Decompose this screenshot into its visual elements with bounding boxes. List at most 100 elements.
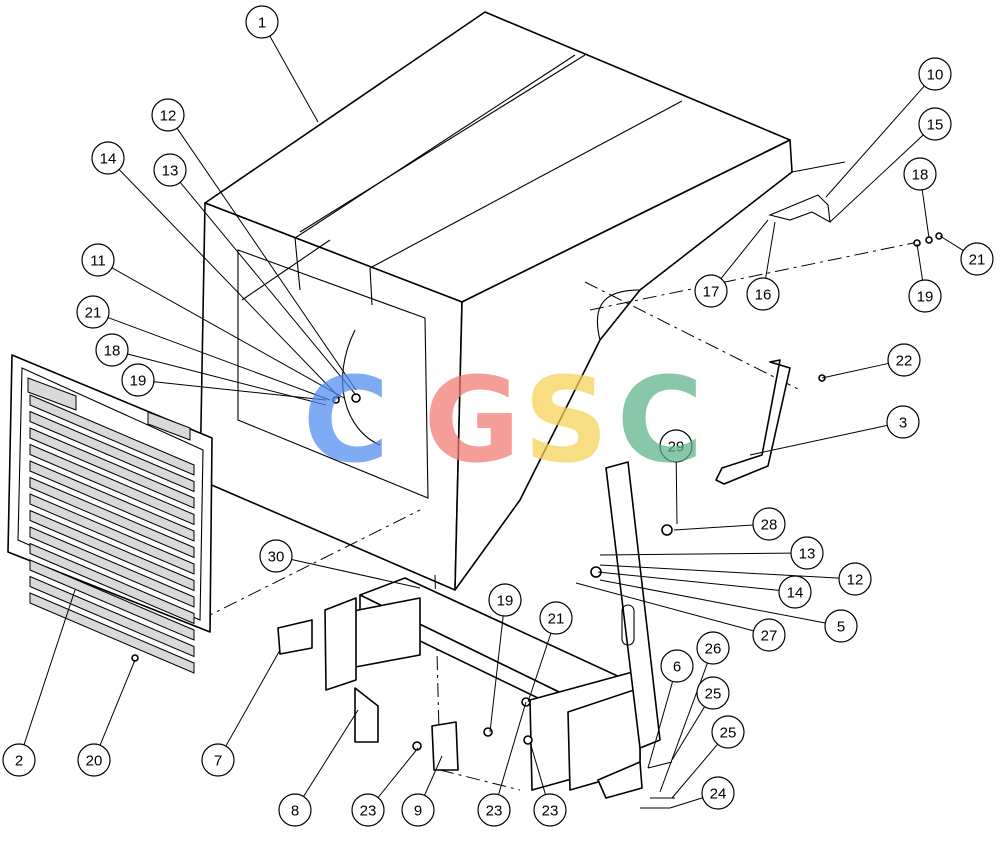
callout-leader-line <box>291 558 421 589</box>
callout-15: 15 <box>918 107 952 141</box>
louver-slat <box>29 575 195 658</box>
callout-circle <box>121 363 155 397</box>
callout-number: 5 <box>837 619 845 636</box>
callout-leader-line <box>647 681 674 769</box>
callout-23: 23 <box>477 793 511 827</box>
callout-leader-line <box>303 709 359 797</box>
callout-circle <box>91 141 125 175</box>
callout-circle <box>824 609 858 643</box>
louver-slat <box>29 526 195 608</box>
louver-slat <box>29 427 195 509</box>
callout-circle <box>746 277 780 311</box>
callout-circle <box>903 157 937 191</box>
callout-leader-line <box>527 633 552 703</box>
louver-slat <box>29 592 195 674</box>
callout-leader-line <box>749 424 888 456</box>
callout-3: 3 <box>886 405 920 439</box>
callout-number: 14 <box>100 151 117 168</box>
callout-number: 27 <box>761 628 778 645</box>
callout-number: 23 <box>486 803 503 820</box>
callout-28: 28 <box>752 507 786 541</box>
callout-13: 13 <box>153 153 187 187</box>
callout-leader-line <box>669 797 703 809</box>
callout-circle <box>918 57 952 91</box>
callout-circle <box>886 405 920 439</box>
housing-box <box>199 11 919 791</box>
callout-circle <box>887 343 921 377</box>
callout-8: 8 <box>278 793 312 827</box>
callout-30: 30 <box>259 539 293 573</box>
callout-leader-line <box>599 579 826 624</box>
handle <box>715 359 791 485</box>
callout-circle <box>790 536 824 570</box>
callout-number: 19 <box>497 593 514 610</box>
callout-2: 2 <box>2 743 36 777</box>
callout-circle <box>2 743 36 777</box>
callout-circle <box>81 243 115 277</box>
watermark-letter: C <box>303 351 390 489</box>
watermark-letter: C <box>617 351 704 489</box>
callout-number: 23 <box>542 803 559 820</box>
callout-6: 6 <box>660 649 694 683</box>
callout-circle <box>76 295 110 329</box>
callout-circle <box>694 274 728 308</box>
callout-10: 10 <box>918 57 952 91</box>
callout-number: 20 <box>86 753 103 770</box>
callout-22: 22 <box>887 343 921 377</box>
callout-27: 27 <box>752 618 786 652</box>
callout-leader-line <box>599 552 792 556</box>
callout-circle <box>533 793 567 827</box>
callout-26: 26 <box>696 631 730 665</box>
callout-circle <box>201 743 235 777</box>
callout-circle <box>696 631 730 665</box>
callout-20: 20 <box>77 743 111 777</box>
louver-slat <box>29 394 195 476</box>
louver-slat <box>29 443 195 526</box>
callout-leader-line <box>269 35 319 123</box>
fasteners <box>131 232 943 809</box>
callout-25: 25 <box>696 676 730 710</box>
callout-number: 29 <box>668 439 685 456</box>
callout-12: 12 <box>838 562 872 596</box>
callout-number: 15 <box>927 117 944 134</box>
callout-number: 13 <box>799 546 816 563</box>
callout-21: 21 <box>539 601 573 635</box>
callout-14: 14 <box>91 141 125 175</box>
base-frame <box>324 461 661 791</box>
callout-leader-line <box>599 564 840 579</box>
callout-leader-line <box>153 381 327 401</box>
callout-number: 30 <box>268 549 285 566</box>
callout-number: 12 <box>160 108 177 125</box>
callout-leader-line <box>671 743 719 799</box>
callout-circle <box>908 279 942 313</box>
callout-leader-line <box>489 615 504 733</box>
callout-circle <box>95 333 129 367</box>
callout-number: 13 <box>162 163 179 180</box>
callout-18: 18 <box>903 157 937 191</box>
callout-number: 3 <box>899 415 907 432</box>
callout-leader-line <box>673 524 754 531</box>
callout-leader-line <box>720 219 769 279</box>
callout-circle <box>351 793 385 827</box>
callout-19: 19 <box>908 279 942 313</box>
louver-slat <box>29 559 195 641</box>
callout-16: 16 <box>746 277 780 311</box>
callout-leader-line <box>675 461 678 525</box>
callout-21: 21 <box>76 295 110 329</box>
callout-11: 11 <box>81 243 115 277</box>
callout-leader-line <box>23 589 76 745</box>
callout-circle <box>259 539 293 573</box>
callout-number: 21 <box>969 252 986 269</box>
callout-leader-line <box>529 741 546 795</box>
callout-number: 2 <box>15 753 23 770</box>
callout-number: 25 <box>705 686 722 703</box>
callout-leader-line <box>225 649 281 747</box>
callout-number: 14 <box>787 585 804 602</box>
callout-circle <box>752 507 786 541</box>
callout-leader-line <box>821 362 889 379</box>
callout-circle <box>477 793 511 827</box>
louvered-grille <box>7 354 213 674</box>
louver-slat <box>29 460 195 542</box>
callout-5: 5 <box>824 609 858 643</box>
